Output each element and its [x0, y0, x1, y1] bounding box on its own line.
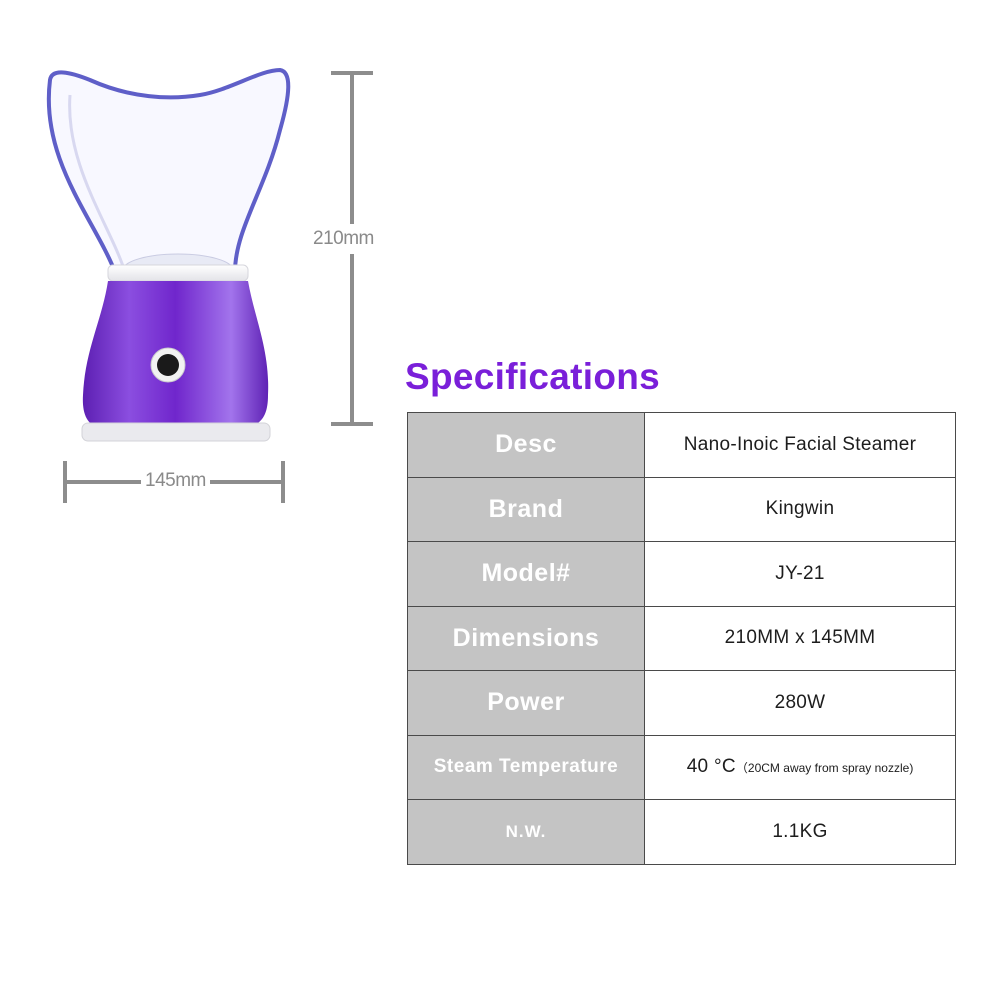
width-dimension-cap-right [281, 461, 285, 503]
steam-temperature-value: 40 °C [686, 756, 736, 778]
spec-key-desc: Desc [407, 412, 645, 478]
table-row: Power 280W [407, 670, 956, 736]
spec-key-brand: Brand [407, 476, 645, 542]
spec-key-power: Power [407, 670, 645, 736]
specifications-title: Specifications [405, 356, 661, 397]
steam-temperature-note: （20CM away from spray nozzle) [735, 761, 914, 776]
spec-value-model: JY-21 [644, 541, 956, 607]
spec-key-dimensions: Dimensions [407, 605, 645, 671]
width-dimension-label: 145mm [141, 470, 210, 492]
spec-key-model: Model# [407, 541, 645, 607]
specifications-table: Desc Nano-Inoic Facial Steamer Brand Kin… [407, 412, 956, 865]
table-row: Steam Temperature 40 °C（20CM away from s… [407, 734, 956, 800]
spec-value-brand: Kingwin [644, 476, 956, 542]
spec-value-dimensions: 210MM x 145MM [644, 605, 956, 671]
spec-value-power: 280W [644, 670, 956, 736]
height-dimension-cap-bottom [331, 422, 373, 426]
spec-value-steam-temperature: 40 °C（20CM away from spray nozzle) [644, 734, 956, 800]
table-row: Model# JY-21 [407, 541, 956, 607]
table-row: N.W. 1.1KG [407, 799, 956, 865]
spec-value-desc: Nano-Inoic Facial Steamer [644, 412, 956, 478]
spec-key-net-weight: N.W. [407, 799, 645, 865]
table-row: Dimensions 210MM x 145MM [407, 605, 956, 671]
facial-steamer-image [46, 67, 291, 442]
height-dimension-label: 210mm [313, 224, 374, 254]
spec-key-steam-temperature: Steam Temperature [407, 734, 645, 800]
spec-value-net-weight: 1.1KG [644, 799, 956, 865]
table-row: Desc Nano-Inoic Facial Steamer [407, 412, 956, 478]
table-row: Brand Kingwin [407, 476, 956, 542]
